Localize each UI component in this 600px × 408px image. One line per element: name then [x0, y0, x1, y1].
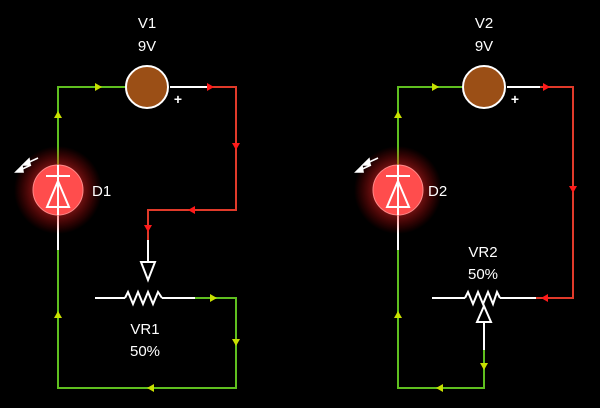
arrow-1-down-green — [232, 339, 240, 346]
arrow-1-right-red — [207, 83, 214, 91]
arrow-2-up-left — [394, 111, 402, 118]
battery-2[interactable] — [462, 65, 506, 109]
wire-1-green-return — [57, 250, 237, 389]
potentiometer-2-name: VR2 — [468, 244, 497, 261]
battery-1[interactable] — [125, 65, 169, 109]
battery-2-name: V2 — [475, 15, 493, 32]
potentiometer-2-wiper-icon[interactable] — [475, 303, 493, 323]
arrow-1-right-top — [95, 83, 102, 91]
arrow-1-left-red — [188, 206, 195, 214]
arrow-2-down-red — [569, 186, 577, 193]
battery-2-value: 9V — [475, 38, 493, 55]
circuit-1: V1 9V + D1 VR1 50% — [14, 15, 240, 392]
wire-2-red — [536, 86, 574, 299]
wire-1-red — [147, 86, 237, 240]
battery-2-plus: + — [511, 91, 519, 107]
arrow-2-up-green — [394, 311, 402, 318]
led-2-label: D2 — [428, 183, 447, 200]
battery-1-name: V1 — [138, 15, 156, 32]
arrow-1-down-red-wiper — [144, 225, 152, 232]
potentiometer-1-wiper-icon[interactable] — [139, 261, 157, 283]
led-1-label: D1 — [92, 183, 111, 200]
potentiometer-2-value: 50% — [468, 266, 498, 283]
led-1-light-arrows-icon — [14, 157, 39, 173]
current-arrows-2 — [394, 83, 577, 392]
potentiometer-1-value: 50% — [130, 343, 160, 360]
arrow-1-up-green — [54, 311, 62, 318]
circuit-2: V2 9V + D2 VR2 50% — [354, 15, 577, 392]
arrow-2-down-green — [480, 363, 488, 370]
arrow-2-left-red — [541, 294, 548, 302]
arrow-1-down-red — [232, 143, 240, 150]
arrow-1-right-green — [210, 294, 217, 302]
arrow-2-right-red — [543, 83, 550, 91]
potentiometer-1-name: VR1 — [130, 321, 159, 338]
wire-1-top-left — [57, 86, 125, 165]
arrow-2-right-top — [432, 83, 439, 91]
arrow-1-left-green — [147, 384, 154, 392]
wire-2-top-left — [397, 86, 462, 165]
led-2-light-arrows-icon — [354, 157, 379, 173]
battery-1-value: 9V — [138, 38, 156, 55]
current-arrows-1 — [54, 83, 240, 392]
arrow-1-up-left — [54, 111, 62, 118]
potentiometer-2[interactable] — [464, 289, 501, 307]
battery-1-plus: + — [174, 91, 182, 107]
arrow-2-left-green — [436, 384, 443, 392]
potentiometer-1[interactable] — [124, 289, 163, 307]
